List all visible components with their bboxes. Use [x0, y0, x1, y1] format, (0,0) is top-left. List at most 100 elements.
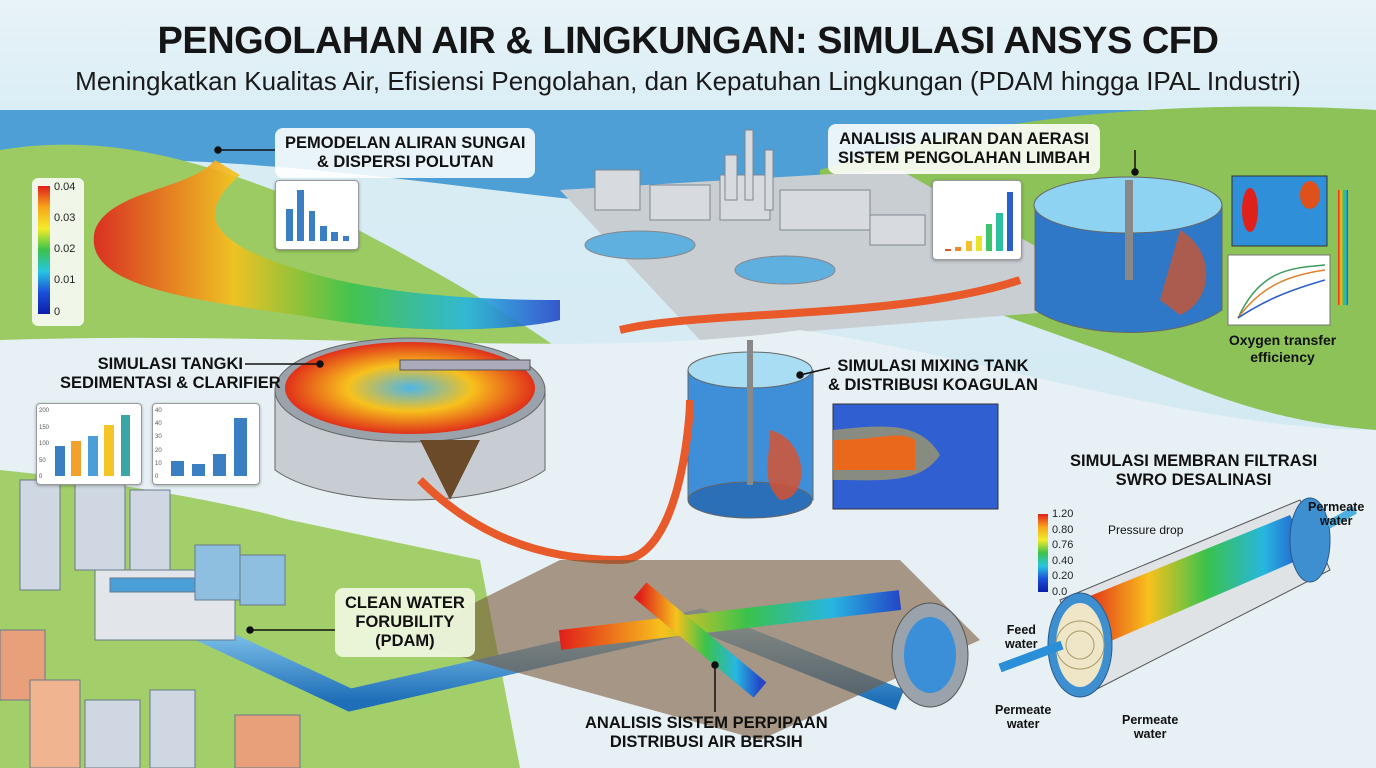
label-line: DISTRIBUSI AIR BERSIH [609, 733, 803, 751]
colorbar-tick: 0.04 [54, 181, 76, 193]
label-line: SEDIMENTASI & CLARIFIER [60, 374, 281, 392]
label-line: & DISTRIBUSI KOAGULAN [828, 376, 1038, 394]
colorbar-tick: 0.01 [54, 274, 76, 286]
label-line: Permeate [1122, 713, 1179, 727]
label-line: & DISPERSI POLUTAN [316, 153, 494, 171]
chart-bar [342, 236, 350, 241]
chart-tick: 0 [155, 474, 159, 480]
colorbar-tick: 0.76 [1052, 539, 1074, 551]
river [93, 160, 560, 330]
colorbar-tick: 0.20 [1052, 570, 1074, 582]
chart-bar [308, 211, 316, 241]
chart-tick: 30 [155, 434, 162, 441]
label-line: SIMULASI MIXING TANK [837, 357, 1029, 375]
chart-bar [213, 453, 226, 476]
colorbar-tick: 0 [54, 306, 61, 318]
chart-bar [171, 461, 184, 476]
sediment-bar-chart: 200 150 100 50 0 [36, 403, 142, 485]
label-line: water [1005, 637, 1038, 651]
aeration-colorbar [1338, 190, 1348, 305]
label-line: PEMODELAN ALIRAN SUNGAI [285, 134, 526, 152]
aeration-tank [1033, 176, 1223, 333]
colorbar-tick: 0.02 [54, 243, 76, 255]
pipe-lines [417, 276, 1022, 565]
chart-tick: 20 [155, 447, 162, 454]
label-line: SISTEM PENGOLAHAN LIMBAH [838, 149, 1091, 167]
colorbar-gradient [38, 186, 50, 314]
swro-colorbar: 1.20 0.80 0.76 0.40 0.20 0.0 [1038, 508, 1078, 600]
chart-bar [55, 446, 65, 476]
colorbar-tick: 0.03 [54, 212, 76, 224]
mixing-tank [687, 340, 814, 519]
label-line: ANALISIS ALIRAN DAN AERASI [839, 130, 1090, 148]
chart-bar [996, 212, 1003, 251]
mixing-tank-label: SIMULASI MIXING TANK& DISTRIBUSI KOAGULA… [828, 357, 1038, 395]
chart-bar [104, 424, 115, 476]
label-line: water [1319, 514, 1353, 528]
chart-bar [286, 208, 293, 241]
label-line: SIMULASI MEMBRAN FILTRASI [1070, 452, 1318, 470]
chart-bar [87, 436, 98, 476]
waste-bar-chart [932, 180, 1022, 260]
chart-tick: 10 [155, 460, 162, 467]
label-line: SIMULASI TANGKI [97, 355, 244, 373]
colorbar-tick: 0.40 [1052, 555, 1074, 567]
label-line: Feed [1006, 623, 1036, 637]
colorbar-tick: 0.0 [1052, 586, 1068, 598]
river-modeling-label: PEMODELAN ALIRAN SUNGAI& DISPERSI POLUTA… [275, 128, 536, 178]
clarifier-small-2 [734, 255, 836, 285]
chart-bar [120, 414, 131, 476]
chart-tick: 150 [39, 424, 50, 431]
city-buildings [0, 469, 301, 768]
label-line: Oxygen transfer [1228, 332, 1337, 348]
colorbar-gradient [1038, 514, 1048, 592]
chart-bar [234, 417, 247, 476]
river-colorbar: 0.04 0.03 0.02 0.01 0 [32, 178, 84, 326]
page-subtitle: Meningkatkan Kualitas Air, Efisiensi Pen… [75, 66, 1301, 96]
label-line: water [1006, 717, 1040, 731]
label-line: Permeate [1308, 500, 1365, 514]
chart-tick: 40 [155, 421, 162, 428]
chart-bar [945, 248, 952, 251]
chart-bar [320, 225, 327, 241]
chart-tick: 200 [39, 408, 50, 414]
chart-tick: 100 [39, 441, 50, 447]
label-line: efficiency [1250, 349, 1315, 365]
label-line: ANALISIS SISTEM PERPIPAAN [585, 714, 828, 732]
pressure-drop-label: Pressure drop [1108, 523, 1184, 537]
chart-bar [955, 246, 962, 251]
chart-bar [297, 189, 305, 241]
chart-tick: 0 [39, 474, 43, 480]
label-line: water [1133, 727, 1167, 741]
chart-bar [192, 464, 205, 476]
swro-membrane [998, 497, 1357, 698]
sedimentation-tank [274, 337, 546, 501]
label-line: CLEAN WATER [345, 594, 465, 612]
factory-buildings [594, 129, 926, 246]
label-line: FORUBILITY [355, 613, 455, 631]
chart-tick: 40 [155, 408, 162, 414]
chart-bar [975, 236, 982, 251]
chart-tick: 50 [39, 457, 46, 464]
chart-bar [331, 232, 339, 241]
chart-bar [1006, 192, 1013, 251]
label-line: (PDAM) [375, 632, 435, 650]
colorbar-tick: 0.80 [1052, 524, 1074, 536]
label-line: Permeate [995, 703, 1052, 717]
page-title: PENGOLAHAN AIR & LINGKUNGAN: SIMULASI AN… [157, 20, 1219, 62]
chart-bar [965, 241, 972, 251]
clarifier-small-1 [584, 230, 696, 260]
river-bar-chart [275, 180, 359, 250]
label-line: SWRO DESALINASI [1115, 471, 1272, 489]
chart-bar [71, 441, 82, 476]
